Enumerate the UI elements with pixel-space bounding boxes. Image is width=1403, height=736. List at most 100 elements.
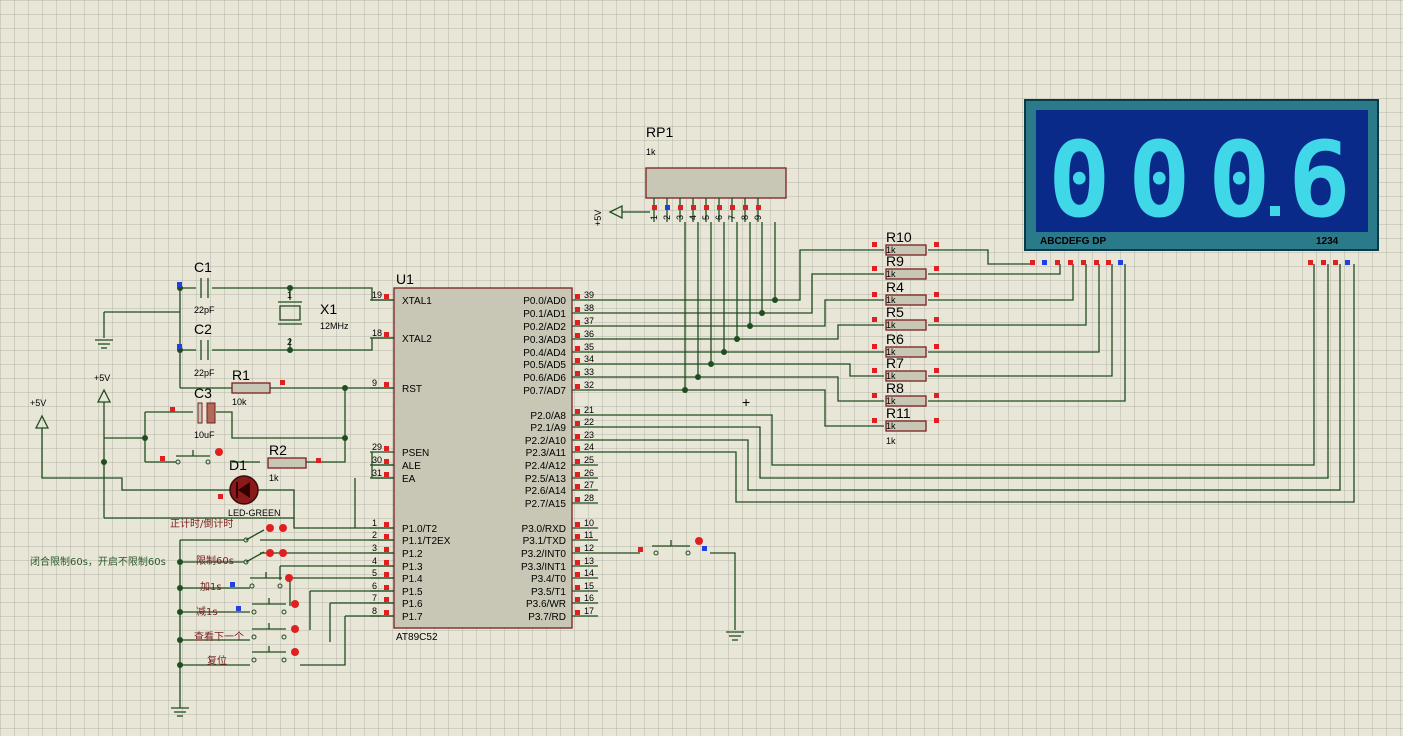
display-digit-4: 6 xyxy=(1288,119,1359,241)
rp1-pin-8: 8 xyxy=(740,198,750,222)
pin-name: P0.6/AD6 xyxy=(523,373,566,384)
led-d1[interactable]: D1 LED-GREEN xyxy=(218,457,281,518)
pin-name: P1.5 xyxy=(402,587,423,598)
svg-text:3: 3 xyxy=(675,215,685,220)
pin-number: 34 xyxy=(584,354,594,364)
mcu-u1[interactable]: U1 AT89C52 19XTAL118XTAL29RST29PSEN30ALE… xyxy=(370,271,598,643)
res-ref: R9 xyxy=(886,253,904,269)
button-next[interactable]: 查看下一个 xyxy=(194,623,299,643)
capacitor-c3[interactable]: C3 10uF xyxy=(170,385,216,440)
button-next-label: 查看下一个 xyxy=(194,630,244,643)
mcu-pin-7[interactable]: 7P1.6 xyxy=(370,593,423,610)
c2-value: 22pF xyxy=(194,368,215,378)
svg-text:9: 9 xyxy=(753,215,763,220)
mcu-pin-1[interactable]: 1P1.0/T2 xyxy=(370,518,437,535)
mcu-pin-5[interactable]: 5P1.4 xyxy=(370,568,423,585)
mcu-pin-6[interactable]: 6P1.5 xyxy=(370,581,423,598)
res-ref: R7 xyxy=(886,355,904,371)
pin-name: P0.4/AD4 xyxy=(523,348,566,359)
capacitor-c1[interactable]: C1 22pF xyxy=(177,259,215,315)
switch-limit[interactable]: 限制60s xyxy=(196,549,287,567)
res-ref: R10 xyxy=(886,229,912,245)
pin-name: PSEN xyxy=(402,448,429,459)
button-minus[interactable]: 减1s xyxy=(196,598,299,618)
reset-button[interactable] xyxy=(160,448,223,465)
pin-name: P3.3/INT1 xyxy=(521,562,566,573)
pin-number: 9 xyxy=(372,378,377,388)
button-reset-counter[interactable]: 复位 xyxy=(207,646,299,667)
decimal-point xyxy=(1270,206,1280,216)
mcu-pin-3[interactable]: 3P1.2 xyxy=(370,543,423,560)
pin-number: 37 xyxy=(584,316,594,326)
pin-name: XTAL2 xyxy=(402,334,432,345)
mcu-pin-8[interactable]: 8P1.7 xyxy=(370,606,423,623)
mcu-pin-4[interactable]: 4P1.3 xyxy=(370,556,423,573)
capacitor-c2[interactable]: C2 22pF xyxy=(177,321,215,378)
mcu-left-pins: 19XTAL118XTAL29RST29PSEN30ALE31EA1P1.0/T… xyxy=(370,290,451,623)
pin-number: 2 xyxy=(372,530,377,540)
cursor-marker: + xyxy=(742,394,750,410)
button-plus[interactable]: 加1s xyxy=(200,572,293,593)
button-int0[interactable] xyxy=(638,537,707,556)
resistor-r1[interactable]: R1 10k xyxy=(231,367,285,407)
switch-count-mode[interactable]: 正计时/倒计时 xyxy=(170,517,287,543)
vcc3-label: +5V xyxy=(593,210,603,226)
res-value-last: 1k xyxy=(886,436,896,446)
mcu-pin-2[interactable]: 2P1.1/T2EX xyxy=(370,530,451,547)
pin-number: 28 xyxy=(584,493,594,503)
r1-value: 10k xyxy=(232,397,247,407)
mcu-ref: U1 xyxy=(396,271,414,287)
power-5v-2: +5V xyxy=(30,398,50,429)
resistor-r2[interactable]: R2 1k xyxy=(267,442,321,483)
pin-name: P0.2/AD2 xyxy=(523,322,566,333)
pin-name: P2.2/A10 xyxy=(525,436,567,447)
button-plus-label: 加1s xyxy=(200,581,222,593)
pin-name: P0.5/AD5 xyxy=(523,360,566,371)
crystal-x1[interactable]: X1 12MHz 1 2 xyxy=(278,290,349,347)
svg-text:5: 5 xyxy=(701,215,711,220)
